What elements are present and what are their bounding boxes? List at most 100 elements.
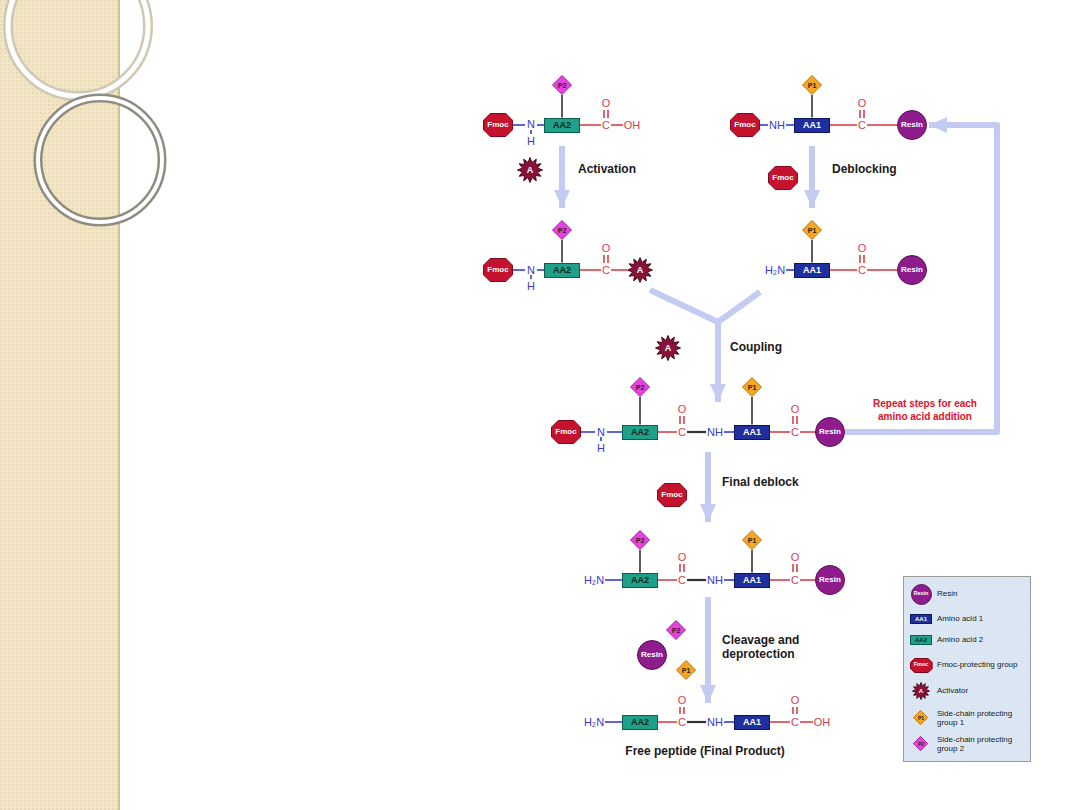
bond-line — [867, 124, 897, 126]
resin-bead-outline — [898, 256, 927, 285]
repeat-note: Repeat steps for each amino acid additio… — [863, 398, 987, 423]
legend-text: Fmoc-protecting group — [937, 660, 1017, 669]
bond-line — [792, 564, 794, 572]
legend-text: Amino acid 1 — [937, 614, 983, 623]
bond-line — [611, 269, 627, 271]
product-text: Free peptide (Final Product) — [625, 744, 784, 758]
node-text: Fmoc — [487, 121, 508, 129]
legend-sample: P1 — [913, 710, 928, 725]
atom-label: C — [602, 264, 610, 276]
side-chain-bond — [561, 95, 563, 118]
amino-acid-box: AA1 — [734, 425, 770, 440]
legend-text: Amino acid 2 — [937, 635, 983, 644]
atom-text: O — [858, 242, 867, 254]
node-text: P2 — [636, 384, 645, 391]
amino-acid-box: AA1 — [794, 263, 830, 278]
atom-text: C — [602, 264, 610, 276]
atom-text: C — [858, 119, 866, 131]
atom-text: O — [791, 551, 800, 563]
legend-box — [904, 577, 1031, 762]
step-label: Final deblock — [722, 476, 799, 489]
fmoc-group: Fmoc — [657, 483, 687, 507]
bond-line — [658, 579, 677, 581]
node-text: Fmoc — [772, 174, 793, 182]
atom-text: N — [527, 264, 535, 276]
bond-line — [724, 579, 734, 581]
legend-entry: Side-chain protecting group 2 — [937, 735, 1025, 753]
fmoc-group: Fmoc — [483, 113, 513, 137]
atom-label: OH — [624, 119, 641, 131]
legend-text: Resin — [937, 589, 957, 598]
atom-label: NH — [769, 119, 785, 131]
atom-label: O — [678, 551, 687, 563]
node-text: Resin — [901, 266, 923, 274]
activator-star-outline — [518, 158, 543, 183]
node-text: AA2 — [631, 428, 649, 437]
node-text: P1 — [748, 537, 757, 544]
bond-line — [786, 124, 794, 126]
atom-label: H — [597, 442, 605, 454]
bond-line — [679, 416, 681, 424]
bond-line — [687, 431, 706, 433]
bond-line — [513, 269, 525, 271]
node-text: P2 — [636, 537, 645, 544]
fmoc-group: Fmoc — [768, 166, 798, 190]
bond-line — [683, 416, 685, 424]
atom-text: H₂N — [584, 716, 604, 728]
bond-line — [687, 721, 706, 723]
atom-text: C — [678, 574, 686, 586]
bond-line — [830, 124, 857, 126]
node-text: Fmoc — [734, 121, 755, 129]
bond-line — [863, 110, 865, 118]
bond-line — [530, 130, 532, 134]
side-chain-diamond: P2 — [666, 620, 686, 640]
atom-label: C — [678, 716, 686, 728]
resin-bead: Resin — [897, 255, 927, 285]
atom-text: NH — [707, 574, 723, 586]
side-chain-bond — [811, 240, 813, 263]
strip-border — [118, 0, 120, 810]
atom-label: H₂N — [584, 716, 604, 728]
atom-label: H₂N — [765, 264, 785, 276]
legend-text: Side-chain protecting group 2 — [937, 735, 1012, 753]
resin-bead-outline — [911, 584, 931, 604]
amino-acid-box-outline — [735, 425, 770, 439]
atom-label: N — [597, 426, 605, 438]
resin-bead-outline — [898, 111, 927, 140]
atom-label: C — [678, 426, 686, 438]
amino-acid-box-outline — [735, 715, 770, 729]
legend-text: Side-chain protecting group 1 — [937, 709, 1012, 727]
node-text: AA1 — [743, 718, 761, 727]
side-chain-bond — [751, 397, 753, 425]
step-label: Deblocking — [832, 163, 897, 176]
activator-star-outline — [628, 258, 653, 283]
step-text: Activation — [578, 162, 636, 176]
side-chain-diamond: P1 — [802, 75, 822, 95]
node-text: AA1 — [803, 121, 821, 130]
fmoc-group-outline — [484, 114, 513, 137]
node-text: Resin — [901, 121, 923, 129]
bond-line — [770, 579, 790, 581]
step-text: Final deblock — [722, 475, 799, 489]
node-text: Fmoc — [555, 428, 576, 436]
atom-label: OH — [814, 716, 831, 728]
legend-sample: Fmoc — [910, 658, 933, 673]
side-strip — [0, 0, 118, 810]
bond-line — [679, 564, 681, 572]
atom-label: O — [678, 694, 687, 706]
atom-text: N — [597, 426, 605, 438]
side-chain-diamond: P2 — [552, 220, 572, 240]
amino-acid-box: AA2 — [544, 118, 580, 133]
node-text: Resin — [641, 651, 663, 659]
resin-bead-outline — [816, 566, 845, 595]
bond-line — [863, 255, 865, 263]
amino-acid-box-outline — [735, 573, 770, 587]
atom-label: NH — [707, 426, 723, 438]
atom-text: O — [678, 403, 687, 415]
bond-line — [537, 269, 545, 271]
bond-line — [679, 707, 681, 714]
legend-sample: Resin — [911, 584, 932, 605]
legend-sample-text: P1 — [918, 716, 924, 721]
atom-label: C — [678, 574, 686, 586]
